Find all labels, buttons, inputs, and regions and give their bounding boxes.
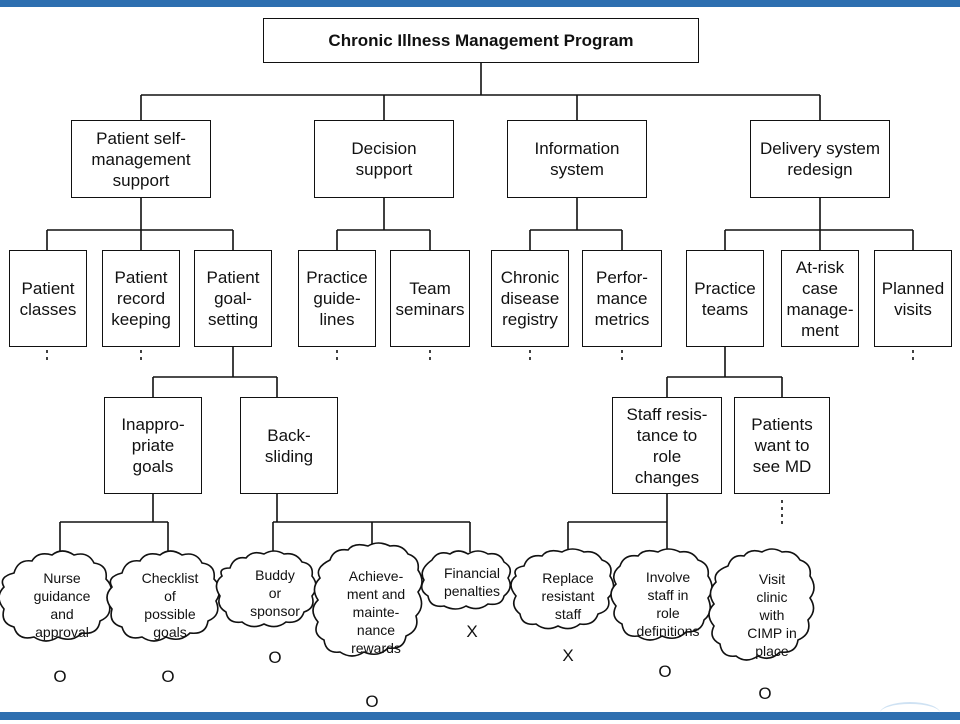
mark-replace-staff: X [562,646,574,665]
box-backsliding: Back- sliding [240,397,338,494]
box-team-seminars: Team seminars [390,250,470,347]
box-planned-visits: Planned visits [874,250,952,347]
cloud-nurse-guidance: Nurse guidance and approval [33,570,91,640]
mark-visit-clinic: O [758,684,772,703]
mark-achievement: O [365,692,379,711]
box-patient-classes: Patient classes [9,250,87,347]
box-patients-want-md: Patients want to see MD [734,397,830,494]
mark-financial: X [466,622,478,641]
cloud-shape [312,542,423,657]
cloud-replace-resistant-staff: Replace resistant staff [541,570,595,622]
cloud-shape [0,550,113,642]
mark-nurse-guidance: O [53,667,67,686]
cloud-achievement-rewards: Achieve- ment and mainte- nance rewards [346,568,406,656]
box-patient-self-management-support: Patient self- management support [71,120,211,198]
box-inappropriate-goals: Inappro- priate goals [104,397,202,494]
mark-checklist: O [161,667,175,686]
cloud-shape [708,548,815,661]
cloud-shape [215,550,317,628]
box-patient-goal-setting: Patient goal- setting [194,250,272,347]
decorative-swoosh [880,702,940,724]
cloud-shape [106,550,221,642]
box-at-risk-case-management: At-risk case manage- ment [781,250,859,347]
root-box: Chronic Illness Management Program [263,18,699,63]
box-patient-record-keeping: Patient record keeping [102,250,180,347]
top-accent-bar [0,0,960,7]
box-performance-metrics: Perfor- mance metrics [582,250,662,347]
cloud-buddy-or-sponsor: Buddy or sponsor [250,567,300,619]
box-practice-guidelines: Practice guide- lines [298,250,376,347]
cloud-visit-clinic: Visit clinic with CIMP in place [747,571,797,659]
box-chronic-disease-registry: Chronic disease registry [491,250,569,347]
box-decision-support: Decision support [314,120,454,198]
box-delivery-system-redesign: Delivery system redesign [750,120,890,198]
cloud-shape [610,548,713,641]
box-information-system: Information system [507,120,647,198]
box-staff-resistance: Staff resis- tance to role changes [612,397,722,494]
cloud-shape [420,550,512,610]
mark-buddy: O [268,648,282,667]
cloud-financial-penalties: Financial penalties [443,565,501,599]
cloud-involve-staff: Involve staff in role definitions [636,569,700,639]
cloud-shape [510,548,615,630]
cloud-checklist: Checklist of possible goals [141,570,199,640]
box-practice-teams: Practice teams [686,250,764,347]
mark-involve-staff: O [658,662,672,681]
bottom-accent-bar [0,702,960,720]
